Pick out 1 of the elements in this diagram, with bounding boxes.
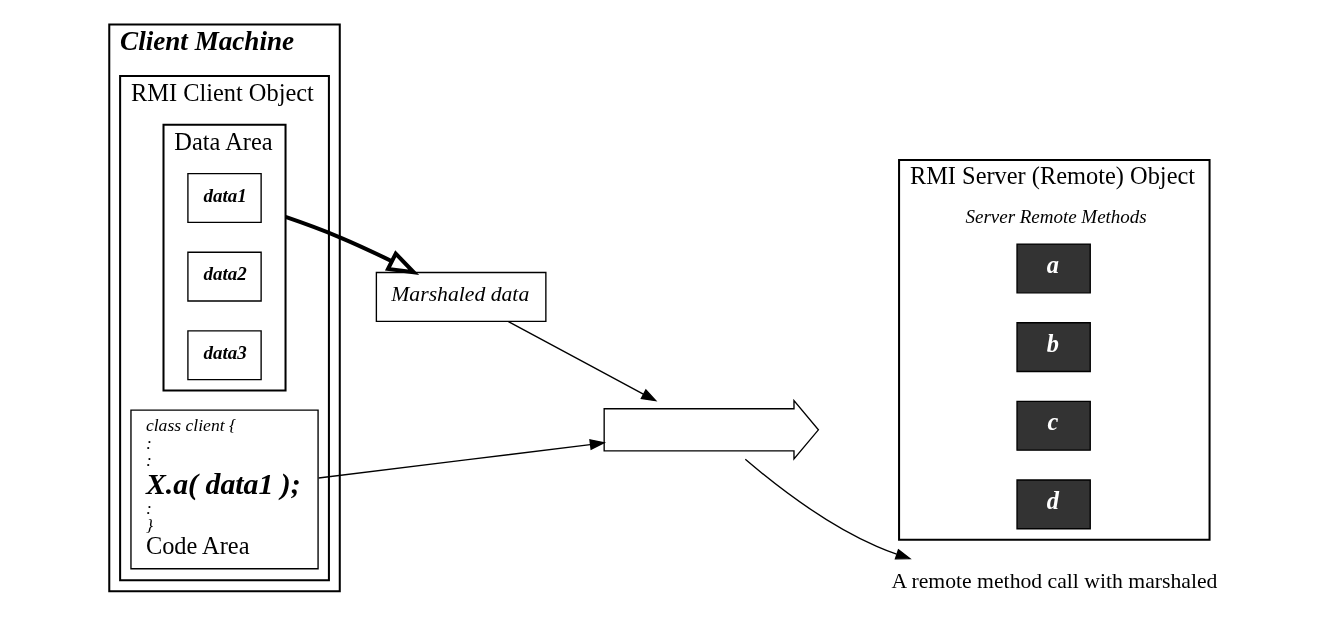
node-text: A remote method call with marshaled bbox=[891, 569, 1217, 594]
